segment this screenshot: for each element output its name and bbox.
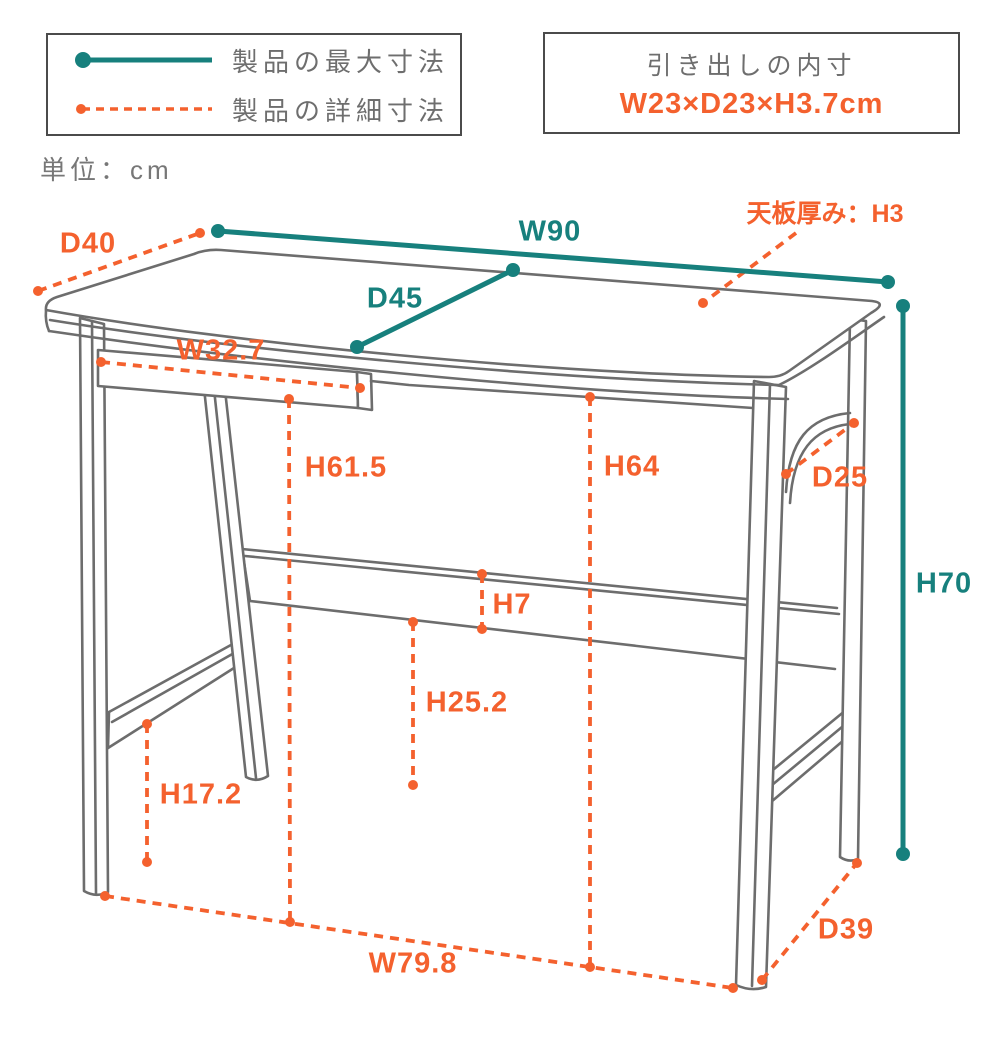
orange-dimension-dots xyxy=(33,228,862,993)
legend-max-label: 製品の最大寸法 xyxy=(232,46,450,77)
dim-label-top-thickness: 天板厚み：H3 xyxy=(746,200,904,228)
dim-label-w32-7: W32.7 xyxy=(176,334,266,367)
apron-edge xyxy=(369,379,755,410)
dim-label-h25-2: H25.2 xyxy=(425,686,509,719)
dim-label-h7: H7 xyxy=(492,588,532,621)
drawer-inner-size-title: 引き出しの内寸 xyxy=(646,51,857,80)
solid-line-swatch xyxy=(75,52,212,68)
dim-label-h61-5: H61.5 xyxy=(304,451,388,484)
drawer-inner-size-value: W23×D23×H3.7cm xyxy=(619,87,884,120)
unit-note: 単位：cm xyxy=(40,155,173,185)
rear-left-leg-edge xyxy=(212,387,258,780)
legend-detail-label: 製品の詳細寸法 xyxy=(232,95,450,126)
desktop xyxy=(44,248,886,401)
dim-label-d25: D25 xyxy=(811,461,869,494)
dim-line-d40 xyxy=(37,231,201,293)
dim-line-w90 xyxy=(217,228,889,285)
teal-dimension-dots xyxy=(211,224,910,861)
dim-line-h61-5 xyxy=(287,398,292,923)
dim-line-w79-8 xyxy=(104,894,734,990)
legend-row-max: 製品の最大寸法 xyxy=(70,42,460,79)
dim-label-h64: H64 xyxy=(603,450,661,483)
dim-label-d40: D40 xyxy=(59,227,117,260)
dim-line-w32-7 xyxy=(100,360,361,390)
front-left-leg-edge xyxy=(90,319,98,895)
dashed-line-swatch xyxy=(76,104,212,114)
legs xyxy=(78,316,868,991)
dim-label-h70: H70 xyxy=(915,567,973,600)
dim-line-top-thickness xyxy=(701,231,798,305)
drawer xyxy=(96,348,755,412)
front-right-leg-edge xyxy=(750,382,772,988)
dim-line-d25 xyxy=(784,421,856,476)
drawer-inner-size-box: 引き出しの内寸 W23×D23×H3.7cm xyxy=(543,32,960,134)
dim-label-w90: W90 xyxy=(518,215,582,248)
legend-row-detail: 製品の詳細寸法 xyxy=(70,91,460,128)
back-right-leg xyxy=(838,317,868,862)
legend-box: 製品の最大寸法 製品の詳細寸法 xyxy=(46,33,462,136)
left-stretcher xyxy=(106,638,247,750)
crossbar xyxy=(240,547,841,671)
dim-label-w79-8: W79.8 xyxy=(368,947,458,980)
dim-label-h17-2: H17.2 xyxy=(159,778,243,811)
dim-line-d45 xyxy=(355,267,515,350)
dim-label-d39: D39 xyxy=(817,913,875,946)
dim-label-d45: D45 xyxy=(366,282,424,315)
